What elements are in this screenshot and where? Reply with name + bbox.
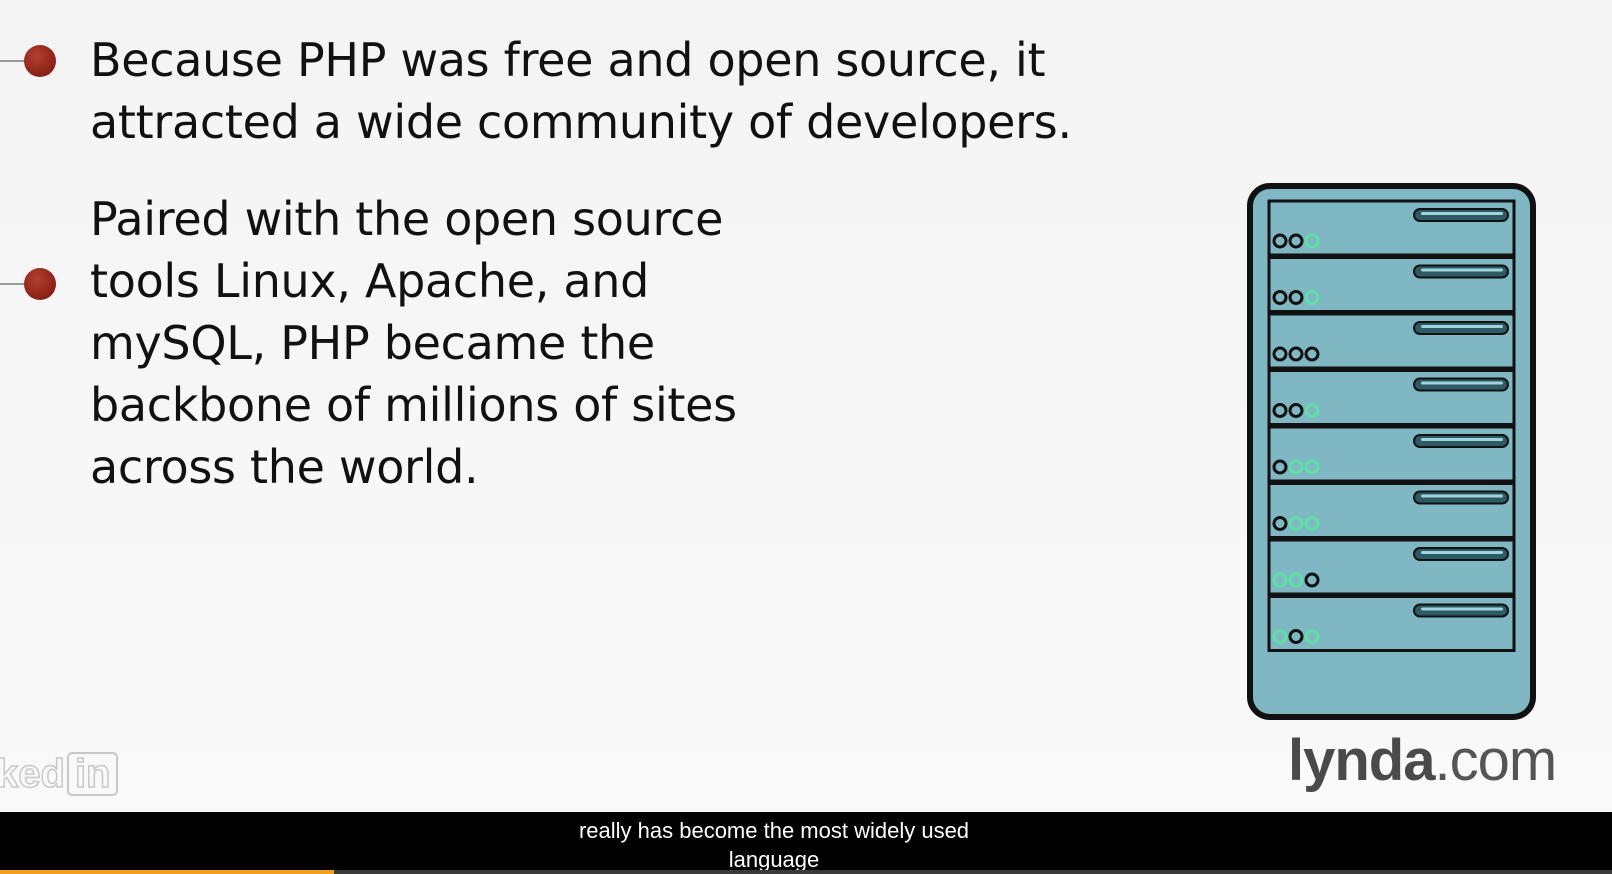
status-light-icon: [1272, 233, 1288, 249]
status-light-icon: [1304, 233, 1320, 249]
watermark-partial-text: ked: [0, 751, 66, 797]
status-light-icon: [1288, 233, 1304, 249]
caption-line-1: really has become the most widely used: [578, 818, 970, 843]
server-drive-label: [1421, 551, 1503, 554]
lynda-logo: lynda.com: [1288, 727, 1558, 794]
lynda-logo-suffix: .com: [1434, 728, 1558, 793]
server-drive-label: [1421, 325, 1503, 328]
status-light-icon: [1288, 403, 1304, 418]
bullet-dot-icon: [24, 45, 56, 77]
status-light-icon: [1272, 516, 1288, 531]
status-light-icon: [1304, 572, 1320, 588]
status-light-icon: [1288, 459, 1304, 475]
status-light-icon: [1304, 346, 1320, 362]
status-light-icon: [1272, 459, 1288, 475]
status-light-icon: [1288, 629, 1304, 644]
status-light-icon: [1272, 403, 1288, 418]
server-drive-label: [1421, 438, 1503, 441]
status-light-icon: [1272, 290, 1288, 305]
watermark-in-box: in: [66, 752, 119, 796]
bullet-text-2: Paired with the open source tools Linux,…: [90, 192, 737, 494]
status-light-icon: [1304, 629, 1320, 644]
status-light-icon: [1288, 516, 1304, 531]
caption-text: really has become the most widely used l…: [0, 816, 1548, 874]
status-light-icon: [1272, 629, 1288, 644]
server-drive-label: [1421, 381, 1503, 385]
slide: Because PHP was free and open source, it…: [0, 0, 1612, 812]
server-drive-label: [1421, 607, 1503, 611]
status-light-icon: [1304, 290, 1320, 305]
server-rack-illustration: [1247, 183, 1536, 720]
progress-bar[interactable]: [0, 870, 1612, 874]
status-light-icon: [1272, 346, 1288, 362]
server-drive-label: [1421, 494, 1503, 498]
server-rack-svg: [1247, 183, 1536, 720]
status-light-icon: [1288, 346, 1304, 362]
status-light-icon: [1288, 572, 1304, 588]
bullet-connector-2: [0, 283, 30, 285]
bullet-text-1: Because PHP was free and open source, it…: [90, 33, 1072, 149]
status-light-icon: [1288, 290, 1304, 305]
lynda-logo-name: lynda: [1288, 728, 1435, 793]
status-light-icon: [1304, 516, 1320, 531]
server-drive-label: [1421, 268, 1503, 272]
status-light-icon: [1304, 459, 1320, 475]
server-drive-label: [1421, 212, 1503, 215]
caption-line-2: language: [728, 847, 820, 872]
progress-bar-fill: [0, 870, 334, 874]
linkedin-watermark-logo: ked in: [0, 750, 119, 798]
status-light-icon: [1304, 403, 1320, 418]
bullet-connector-1: [0, 60, 30, 62]
caption-bar: really has become the most widely used l…: [0, 812, 1612, 874]
bullet-dot-icon: [24, 268, 56, 300]
status-light-icon: [1272, 572, 1288, 588]
